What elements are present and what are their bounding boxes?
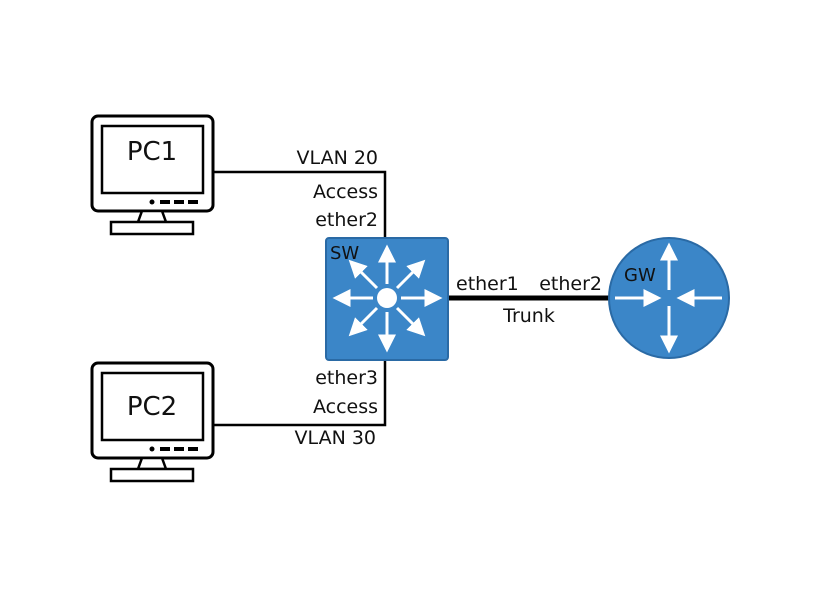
switch-port-label: ether1 [456,273,519,295]
switch-label: SW [330,243,359,264]
pc2-link-port-label: ether3 [315,367,378,389]
trunk-label: Trunk [502,305,555,327]
pc2-monitor-icon [90,361,215,483]
router-port-label: ether2 [539,273,602,295]
router-icon [608,237,730,359]
pc1-label: PC1 [127,137,177,167]
layer3-switch-icon [325,237,449,361]
pc1-monitor-icon [90,114,215,236]
pc1-link-vlan-label: VLAN 20 [297,147,378,169]
pc2-link-mode-label: Access [313,396,378,418]
router-label: GW [624,265,656,286]
pc2-label: PC2 [127,392,177,422]
pc1-link-mode-label: Access [313,181,378,203]
pc2-switch-link [213,360,387,427]
pc2-link-vlan-label: VLAN 30 [295,427,376,449]
pc1-switch-link [213,170,387,238]
pc1-link-port-label: ether2 [315,209,378,231]
